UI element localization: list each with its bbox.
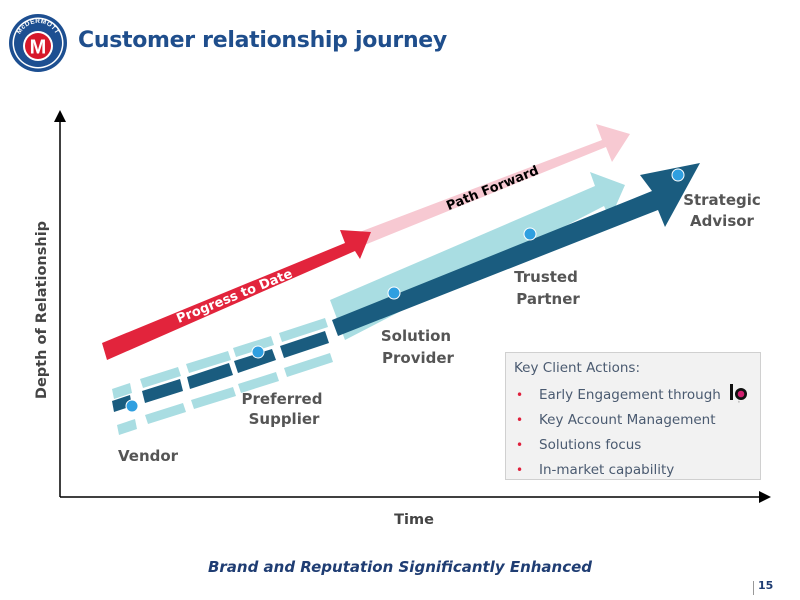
list-item: • In-market capability bbox=[514, 458, 752, 483]
action-key-account-management: Key Account Management bbox=[539, 412, 716, 428]
stage-label-preferred-supplier-2: Supplier bbox=[249, 410, 320, 428]
y-axis-label: Depth of Relationship bbox=[34, 221, 50, 399]
stage-label-trusted-partner-2: Partner bbox=[516, 290, 580, 308]
io-logo-text: io bbox=[738, 401, 741, 404]
key-client-actions-title: Key Client Actions: bbox=[514, 360, 641, 376]
page-number-divider bbox=[753, 581, 754, 595]
stage-marker-preferred-supplier bbox=[251, 345, 265, 359]
mcdermott-logo: McDERMOTT M bbox=[9, 14, 67, 72]
bullet-icon: • bbox=[516, 463, 524, 477]
stage-label-strategic-advisor-1: Strategic bbox=[683, 191, 761, 209]
io-logo-icon: io bbox=[730, 384, 748, 404]
key-client-actions-list: • Early Engagement through io • Key Acco… bbox=[514, 383, 752, 483]
list-item: • Key Account Management bbox=[514, 408, 752, 433]
list-item: • Solutions focus bbox=[514, 433, 752, 458]
progress-arrow bbox=[102, 230, 371, 360]
x-axis-label: Time bbox=[394, 512, 434, 528]
list-item: • Early Engagement through io bbox=[514, 383, 752, 408]
action-solutions-focus: Solutions focus bbox=[539, 437, 642, 453]
bullet-icon: • bbox=[516, 438, 524, 452]
footer-tagline: Brand and Reputation Significantly Enhan… bbox=[207, 558, 593, 576]
page-title: Customer relationship journey bbox=[78, 28, 447, 53]
stage-label-strategic-advisor-2: Advisor bbox=[690, 212, 754, 230]
stage-label-vendor: Vendor bbox=[118, 447, 179, 465]
stage-marker-trusted-partner bbox=[523, 227, 537, 241]
progress-label: Progress to Date bbox=[175, 267, 295, 327]
stage-marker-vendor bbox=[125, 399, 139, 413]
stage-marker-solution-provider bbox=[387, 286, 401, 300]
dark-teal-arrow bbox=[112, 163, 700, 412]
path-forward-arrow bbox=[357, 124, 630, 246]
stage-marker-strategic-advisor bbox=[671, 168, 685, 182]
stage-label-solution-provider-1: Solution bbox=[381, 327, 451, 345]
stage-label-trusted-partner-1: Trusted bbox=[514, 268, 578, 286]
stage-label-solution-provider-2: Provider bbox=[382, 349, 455, 367]
key-client-actions-box: Key Client Actions: • Early Engagement t… bbox=[505, 352, 761, 480]
bullet-icon: • bbox=[516, 413, 524, 427]
logo-letter: M bbox=[30, 37, 47, 59]
action-in-market-capability: In-market capability bbox=[539, 462, 675, 478]
action-early-engagement: Early Engagement through bbox=[539, 387, 721, 403]
page-number: 15 bbox=[758, 579, 774, 592]
bullet-icon: • bbox=[516, 388, 524, 402]
stage-markers bbox=[125, 168, 685, 413]
path-forward-label: Path Forward bbox=[444, 163, 541, 214]
stage-label-preferred-supplier-1: Preferred bbox=[242, 390, 323, 408]
